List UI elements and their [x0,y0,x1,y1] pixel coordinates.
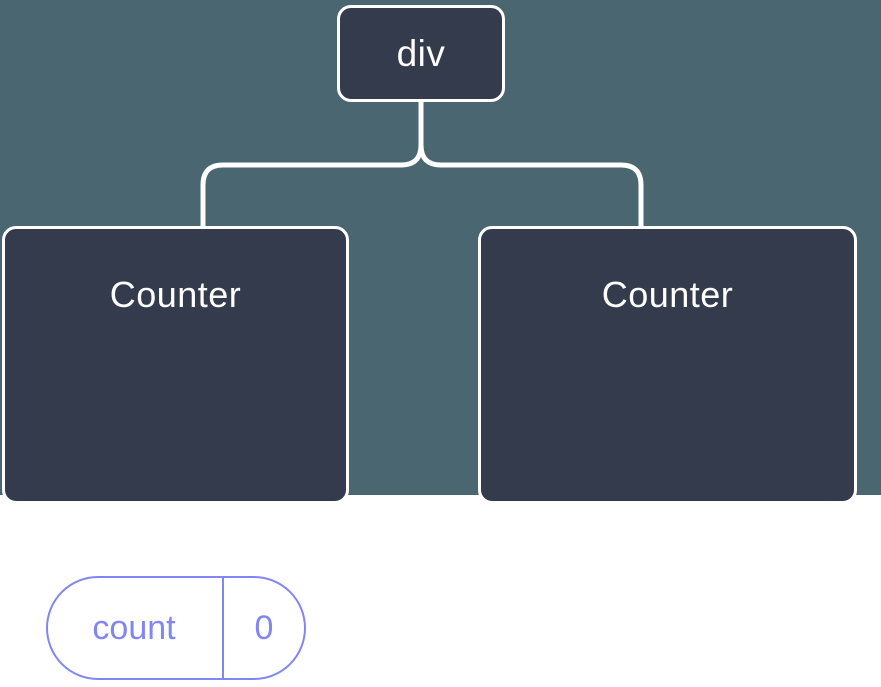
node-counter-left[interactable]: Counter count 0 [2,226,349,680]
counter-right-title: Counter [601,274,734,315]
state-pill-count-left[interactable]: count 0 [46,576,306,680]
tree-connectors [200,98,644,232]
node-div[interactable]: div [337,5,505,102]
state-key-label: count [48,578,224,678]
counter-left-title: Counter [109,274,242,315]
state-value-label: 0 [254,609,274,647]
node-counter-right[interactable]: Counter count 1 [478,226,857,504]
node-div-label: div [396,33,446,74]
